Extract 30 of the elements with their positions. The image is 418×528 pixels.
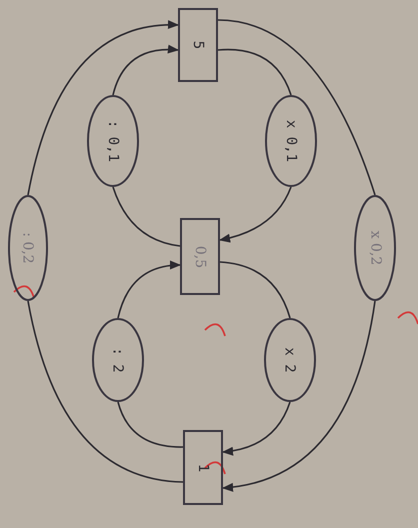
connector-line bbox=[117, 402, 184, 448]
value-text: 0,5 bbox=[192, 245, 208, 268]
operation-oval bbox=[264, 318, 316, 402]
value-text: x 0,2 bbox=[367, 230, 383, 266]
value-text: x 0,1 bbox=[283, 120, 299, 162]
arrow bbox=[117, 260, 182, 318]
value-box bbox=[180, 218, 220, 295]
connector-line bbox=[220, 261, 291, 318]
arrow bbox=[222, 402, 291, 456]
operation-oval bbox=[8, 195, 48, 301]
arrow bbox=[218, 186, 292, 242]
value-text: x 2 bbox=[282, 347, 298, 373]
operation-oval bbox=[92, 318, 144, 402]
value-text: : 0,1 bbox=[105, 120, 121, 162]
connector-line bbox=[112, 186, 180, 247]
value-box bbox=[178, 8, 218, 82]
value-text: : 0,2 bbox=[20, 232, 36, 264]
value-text: 1 bbox=[195, 463, 211, 472]
value-box bbox=[183, 430, 223, 505]
operation-oval bbox=[87, 95, 139, 187]
operation-oval bbox=[354, 195, 396, 301]
operation-oval bbox=[265, 95, 317, 187]
value-text: 5 bbox=[190, 40, 206, 50]
value-text: : 2 bbox=[110, 347, 126, 373]
arrow bbox=[27, 20, 180, 196]
connector-line bbox=[218, 48, 292, 96]
arrow bbox=[222, 300, 376, 492]
connector-line bbox=[218, 19, 376, 196]
connector-line bbox=[27, 300, 184, 483]
arrow bbox=[112, 45, 180, 96]
